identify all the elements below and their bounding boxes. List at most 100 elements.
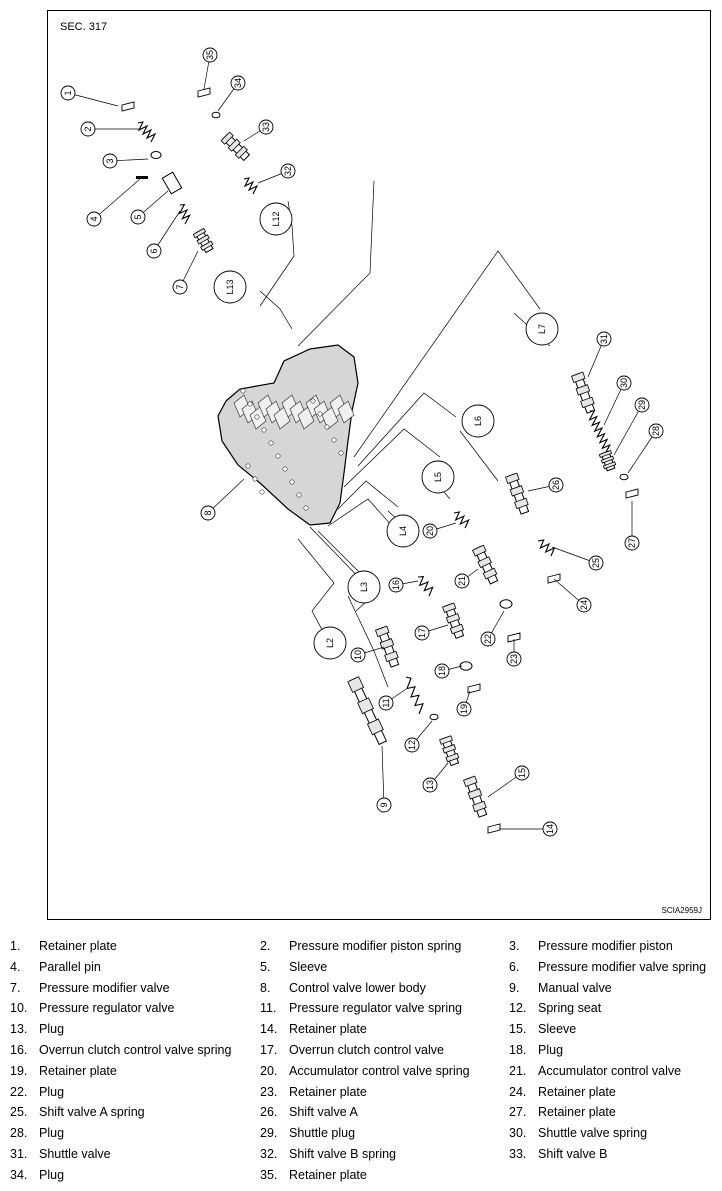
legend-label: Retainer plate [538, 1105, 616, 1120]
body-port [261, 427, 267, 433]
spring-16 [417, 576, 434, 597]
callout-circle [596, 331, 612, 347]
legend-label: Plug [538, 1043, 564, 1057]
callout-number: 21 [457, 576, 467, 586]
line-label-circle [259, 202, 293, 236]
legend-number: 29. [260, 1126, 278, 1141]
callout-number: 9 [379, 802, 389, 807]
callout-number: 2 [83, 126, 93, 131]
callout-circle [634, 397, 650, 413]
valve-26 [505, 472, 530, 515]
line-label-circle [347, 570, 381, 604]
body-detail [337, 400, 355, 424]
line-label-text: L13 [225, 279, 235, 294]
spool-land [442, 602, 457, 613]
body-port [296, 492, 302, 498]
plug-18 [459, 661, 473, 671]
valve-9 [347, 676, 388, 746]
line-label-circle [461, 404, 495, 438]
legend-label: Retainer plate [289, 1022, 367, 1037]
body-port [252, 476, 258, 482]
spool-land [509, 485, 525, 497]
plug-29 [598, 449, 617, 472]
spool-land [467, 788, 483, 800]
legend-label: Shift valve B [538, 1147, 608, 1161]
spring-20 [453, 511, 470, 529]
callout-number: 30 [619, 378, 629, 388]
callout-circle [548, 477, 564, 493]
legend-number: 4. [10, 959, 21, 974]
valve-10 [375, 625, 400, 668]
body-port [245, 463, 251, 469]
legend-label: Accumulator control valve spring [289, 1063, 470, 1078]
line-label-text: L4 [398, 526, 408, 536]
body-port [324, 424, 330, 430]
legend-number: 31. [10, 1147, 28, 1161]
legend-number: 14. [260, 1022, 278, 1037]
legend-number: 13. [10, 1022, 28, 1037]
legend-label: Plug [39, 1022, 65, 1037]
callout-circle [454, 573, 470, 589]
legend-number: 27. [509, 1105, 527, 1120]
callout-circle [616, 375, 632, 391]
legend-label: Plug [39, 1126, 65, 1141]
legend-label: Sleeve [289, 959, 328, 974]
body-port [331, 437, 337, 443]
spring-6 [178, 204, 191, 225]
callout-number: 12 [407, 740, 417, 750]
legend-label: Plug [39, 1167, 65, 1182]
legend-number: 8. [260, 980, 271, 995]
legend-number: 15. [509, 1022, 527, 1037]
body-port [289, 479, 295, 485]
pin-4 [136, 176, 148, 179]
callout-number: 6 [149, 248, 159, 253]
legend-number: 26. [260, 1105, 278, 1120]
plug-34 [211, 111, 221, 119]
seat-12 [429, 713, 439, 721]
legend-label: Shift valve B spring [289, 1147, 396, 1161]
legend-number: 18. [509, 1043, 527, 1057]
legend-label: Accumulator control valve [538, 1063, 682, 1078]
piston-3 [150, 151, 162, 159]
callout-circle [542, 821, 558, 837]
spool-land [220, 131, 234, 145]
spool-land [196, 234, 210, 245]
body-port [268, 440, 274, 446]
bore-line [343, 428, 441, 488]
legend-label: Shuttle valve [39, 1147, 111, 1161]
spool-land [449, 623, 465, 635]
spool-land [375, 625, 390, 638]
callout-number: 27 [627, 538, 637, 548]
body-port [275, 453, 281, 459]
retainer-plate-27 [625, 488, 639, 499]
line-label-circle [213, 270, 247, 304]
callout-circle [130, 209, 146, 225]
retainer-plate-35 [197, 87, 211, 98]
spool-land [445, 613, 461, 624]
leader-line [93, 178, 141, 220]
line-label-text: L12 [271, 211, 281, 226]
legend-label: Control valve lower body [289, 980, 426, 995]
sleeve-5 [161, 171, 183, 195]
callout-circle [648, 423, 664, 439]
spool-land [439, 735, 453, 745]
line-label-text: L5 [433, 472, 443, 482]
callout-number: 17 [417, 628, 427, 638]
bore-line [347, 595, 389, 688]
spring-11 [405, 676, 424, 715]
callout-number: 11 [381, 698, 391, 707]
valve-31 [571, 371, 596, 414]
legend-number: 25. [10, 1105, 28, 1120]
callout-number: 4 [89, 216, 99, 221]
legend-number: 5. [260, 959, 271, 974]
leader-line [613, 404, 643, 456]
callout-circle [422, 523, 438, 539]
valve-body-outline [217, 344, 359, 526]
valve-17 [442, 602, 465, 639]
legend-label: Overrun clutch control valve [289, 1043, 444, 1057]
spool-land [477, 556, 492, 569]
callout-number: 26 [551, 480, 561, 490]
leader-line [207, 478, 245, 514]
legend-label: Overrun clutch control valve spring [39, 1043, 232, 1057]
legend-number: 24. [509, 1084, 527, 1099]
